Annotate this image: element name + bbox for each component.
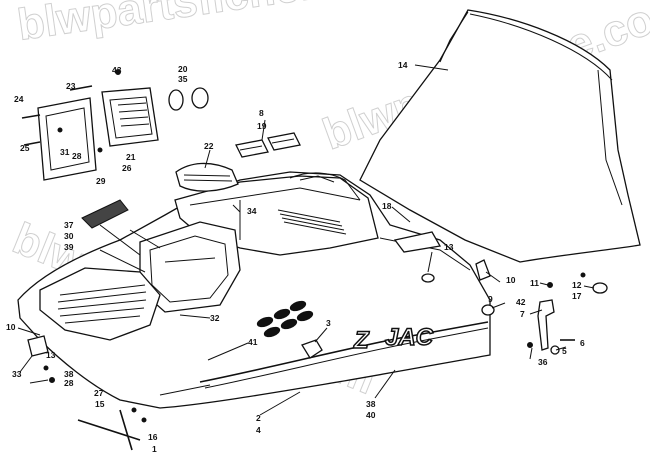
callout-19: 19: [257, 121, 267, 131]
callout-7: 7: [520, 309, 525, 319]
callout-34: 34: [247, 206, 257, 216]
callout-14: 14: [398, 60, 408, 70]
callouts: 1 2 3 4 5 6 7 8 9 10 10 11 12 13 13 14 1…: [6, 60, 585, 454]
callout-35: 35: [178, 74, 188, 84]
callout-20: 20: [178, 64, 188, 74]
callout-28-front: 28: [64, 378, 74, 388]
callout-16: 16: [148, 432, 158, 442]
callout-36: 36: [538, 357, 548, 367]
leader-lines: [17, 64, 595, 416]
callout-33: 33: [12, 369, 22, 379]
z-decal: Z: [353, 327, 370, 354]
callout-26: 26: [122, 163, 132, 173]
front-hardware: [27, 335, 147, 451]
callout-38: 38: [366, 399, 376, 409]
callout-32: 32: [210, 313, 220, 323]
console-vents: [277, 209, 347, 235]
callout-42: 42: [516, 297, 526, 307]
callout-27: 27: [94, 388, 104, 398]
callout-28: 28: [72, 151, 82, 161]
callout-10: 10: [6, 322, 16, 332]
vent-plate: [175, 162, 239, 192]
callout-1: 1: [152, 444, 157, 454]
callout-21: 21: [126, 152, 136, 162]
callout-4: 4: [256, 425, 261, 435]
callout-43: 43: [112, 65, 122, 75]
callout-9: 9: [488, 294, 493, 304]
callout-31: 31: [60, 147, 70, 157]
callout-23: 23: [66, 81, 76, 91]
callout-39: 39: [64, 242, 74, 252]
callout-18: 18: [382, 201, 392, 211]
jac-decal: JAC: [385, 324, 434, 351]
callout-24: 24: [14, 94, 24, 104]
callout-25: 25: [20, 143, 30, 153]
callout-13-front: 13: [46, 350, 56, 360]
hood: JAC Z: [17, 171, 491, 409]
screen: [81, 199, 129, 229]
callout-15: 15: [95, 399, 105, 409]
callout-22: 22: [204, 141, 214, 151]
callout-12: 12: [572, 280, 582, 290]
callout-10-right: 10: [506, 275, 516, 285]
callout-5: 5: [562, 346, 567, 356]
front-grille: [57, 284, 147, 324]
callout-17: 17: [572, 291, 582, 301]
callout-6: 6: [580, 338, 585, 348]
callout-40: 40: [366, 410, 376, 420]
callout-30: 30: [64, 231, 74, 241]
callout-2: 2: [256, 413, 261, 423]
rear-plate: [393, 231, 442, 253]
emblem: [301, 339, 323, 359]
callout-29: 29: [96, 176, 106, 186]
headlight-assembly: [21, 69, 209, 181]
callout-38-front: 38: [64, 369, 74, 379]
side-vents: [256, 300, 314, 338]
callout-8: 8: [259, 108, 264, 118]
right-hardware: [475, 259, 608, 355]
callout-37: 37: [64, 220, 74, 230]
windshield: [359, 9, 641, 263]
callout-13: 13: [444, 242, 454, 252]
callout-3: 3: [326, 318, 331, 328]
watermark-top: blwpartsfiche.com: [15, 0, 404, 50]
ornament: [421, 273, 435, 283]
callout-11: 11: [530, 278, 539, 288]
decals-8-19: [235, 132, 301, 158]
callout-41: 41: [248, 337, 258, 347]
